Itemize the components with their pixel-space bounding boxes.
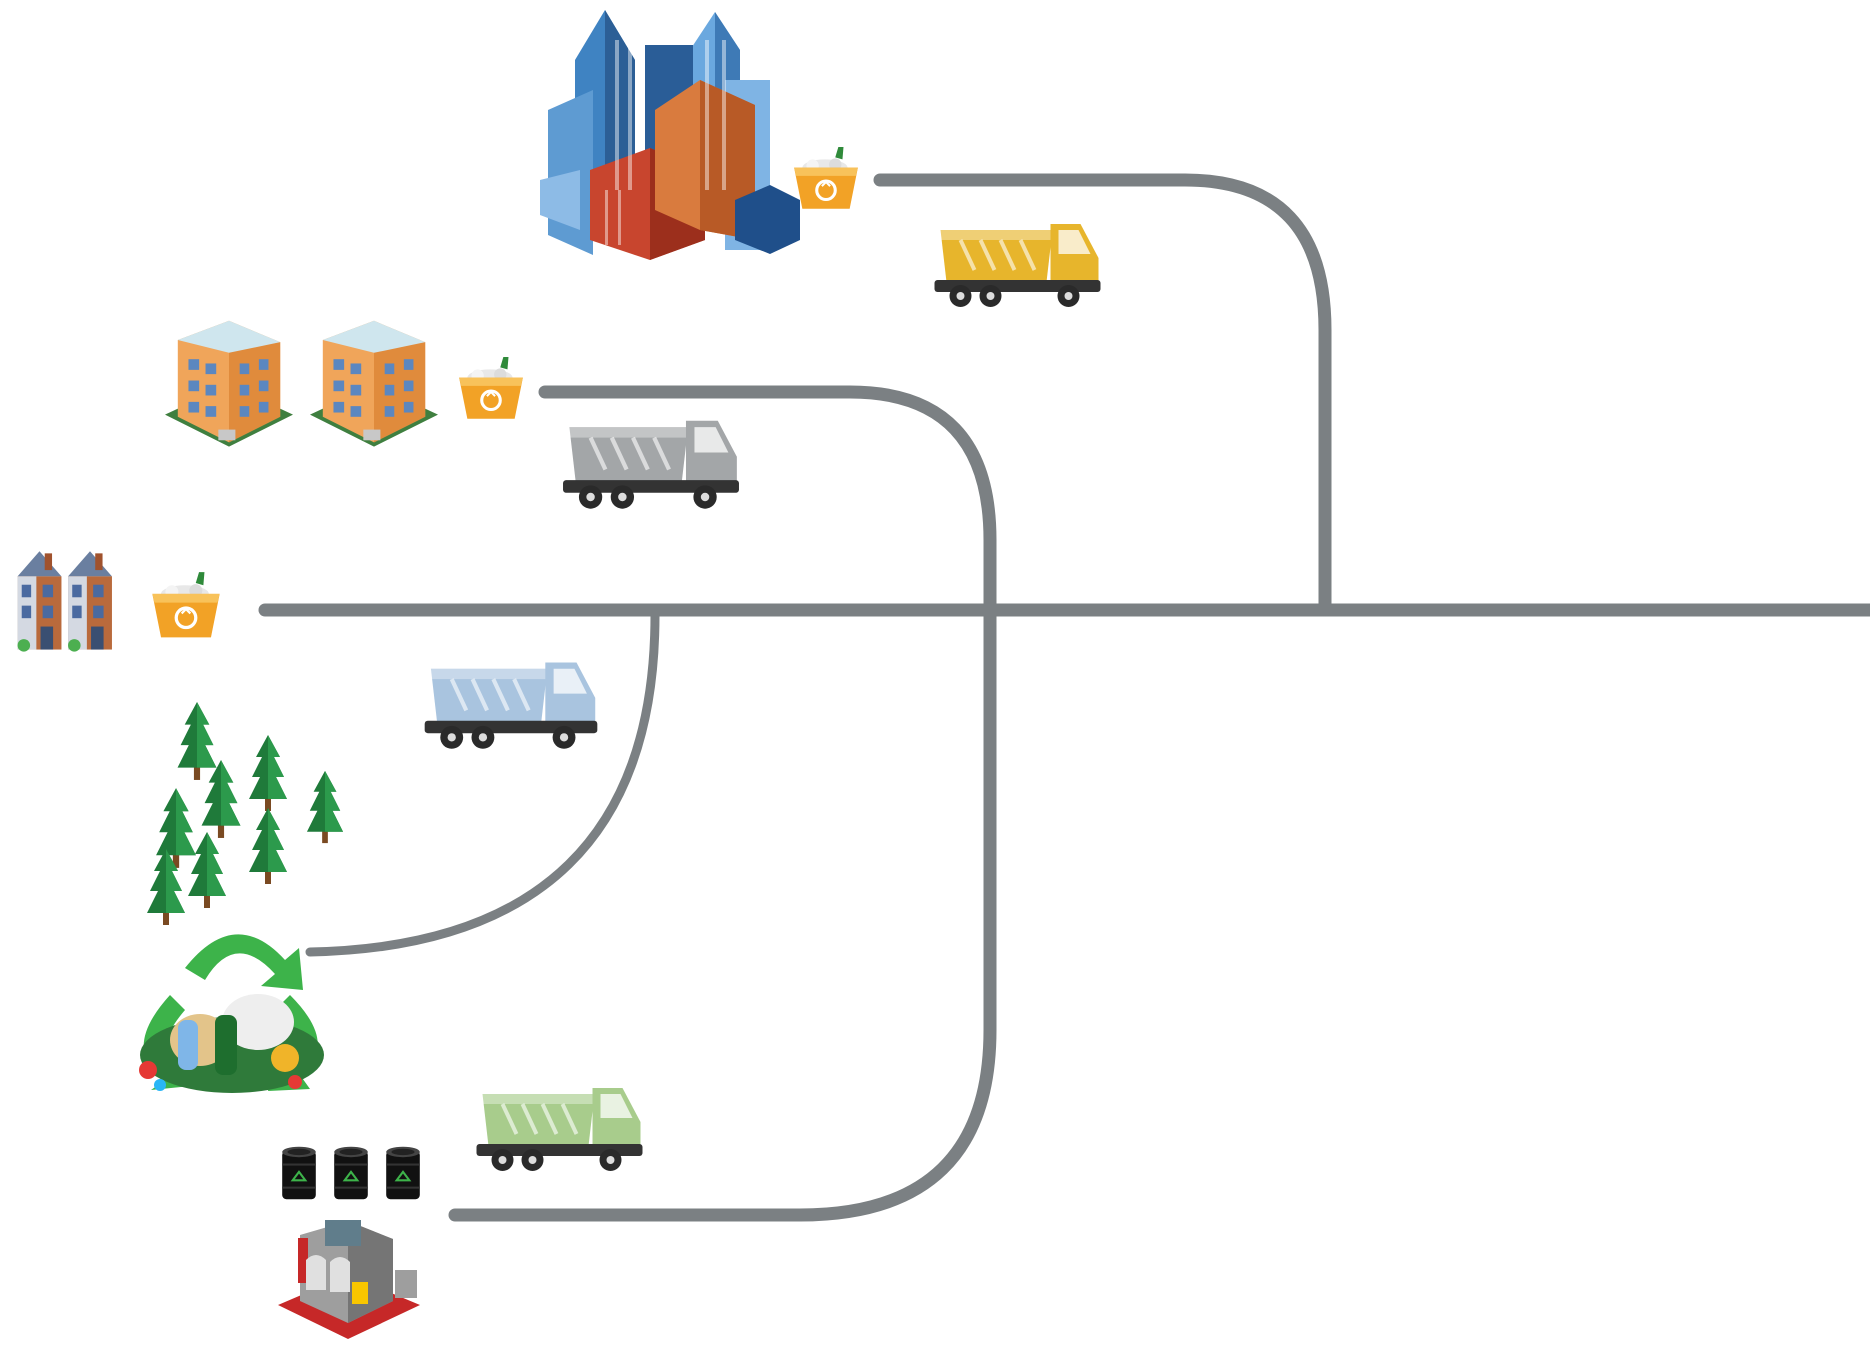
road-apartments-to-factory	[448, 385, 997, 1222]
city-skyscrapers-icon	[540, 10, 800, 260]
garbage-truck-icon	[477, 1088, 643, 1171]
apartment-buildings-icon	[165, 320, 438, 447]
recycle-crate-icon	[457, 355, 525, 421]
garbage-truck-icon	[935, 224, 1101, 307]
recycle-crate-icon	[792, 145, 860, 211]
townhouses-icon	[17, 551, 112, 652]
recycling-bins-icon	[281, 1145, 421, 1201]
garbage-truck-icon	[563, 421, 739, 509]
road-network	[258, 173, 1870, 1222]
pine-trees-icon	[147, 702, 344, 925]
recycle-crate-icon	[150, 570, 222, 639]
garbage-truck-icon	[425, 662, 598, 748]
recycling-center-icon	[139, 934, 324, 1093]
road-houses-to-recycling	[305, 610, 660, 957]
factory-icon	[278, 1220, 420, 1339]
road-city-branch	[873, 173, 1332, 617]
